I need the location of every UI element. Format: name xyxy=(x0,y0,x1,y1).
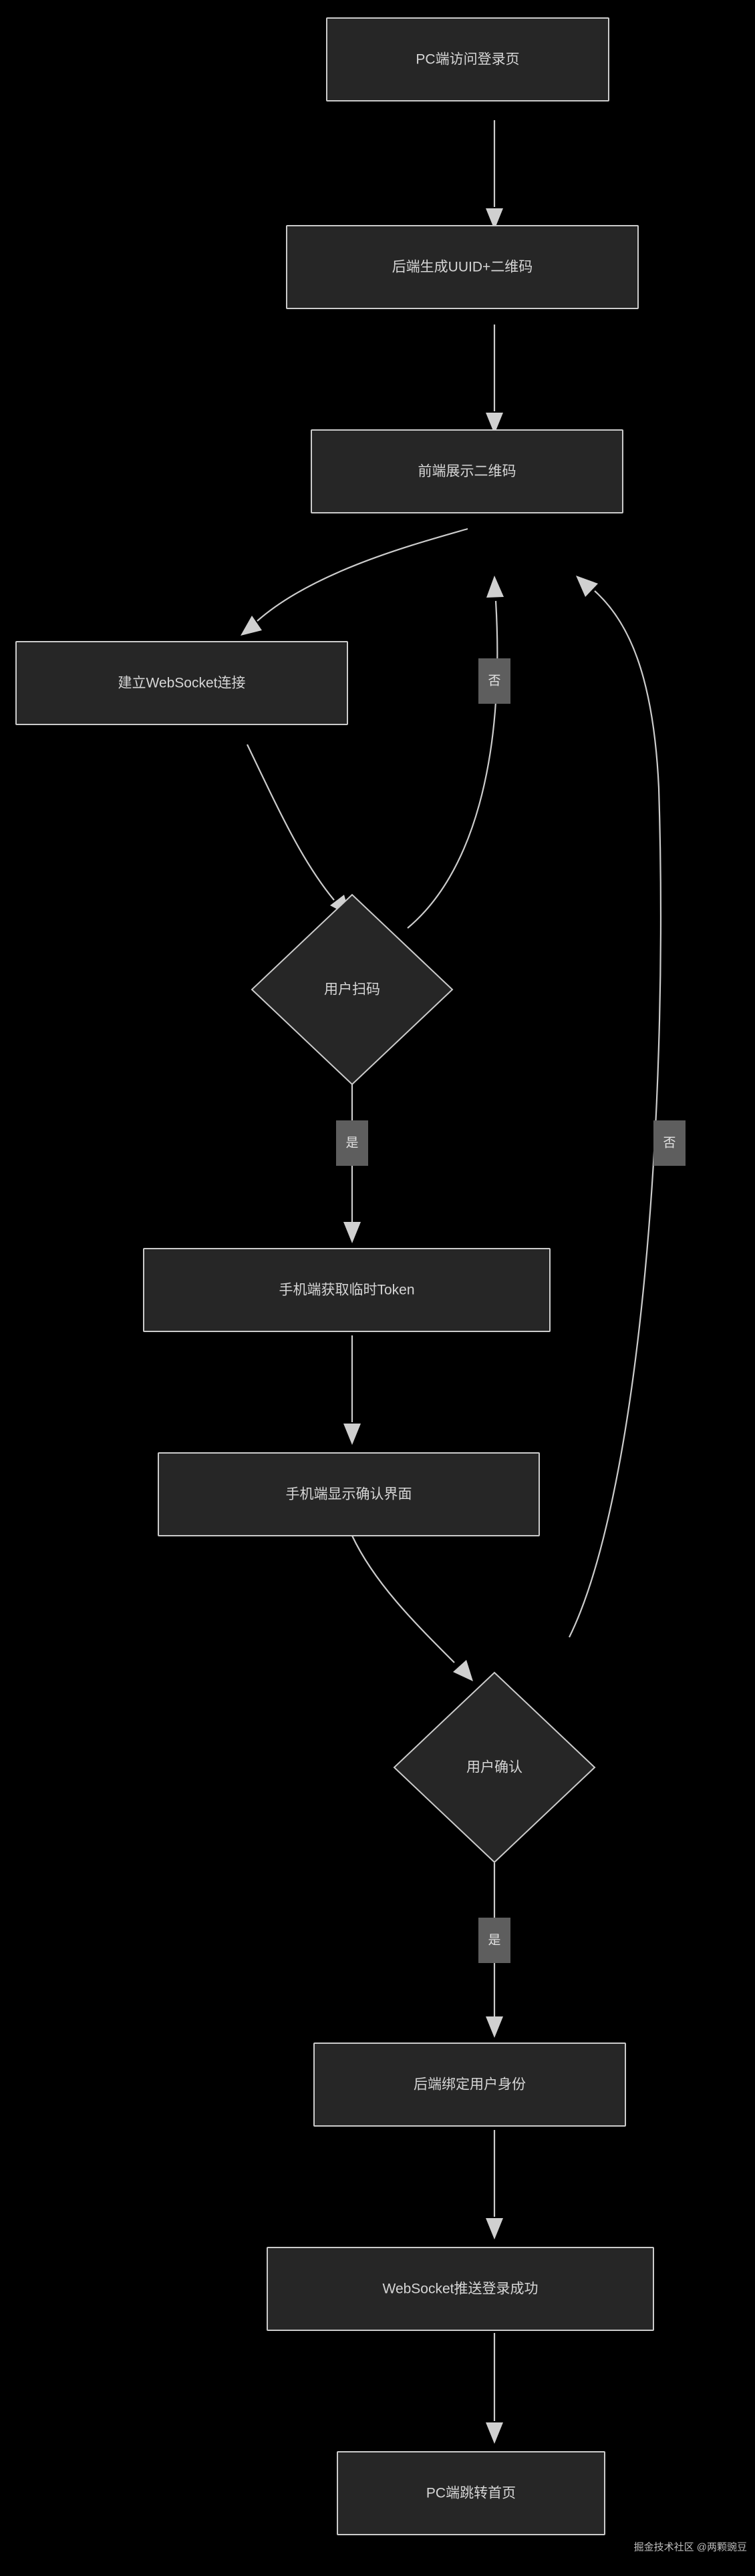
node-frontend-show-qrcode[interactable]: 前端展示二维码 xyxy=(311,429,623,513)
edge-n2-n3 xyxy=(486,325,503,434)
node-websocket-push-login-success[interactable]: WebSocket推送登录成功 xyxy=(267,2247,654,2331)
node-user-confirm-decision[interactable]: 用户确认 xyxy=(393,1671,596,1864)
edge-n1-n2 xyxy=(486,120,503,230)
node-label: 手机端显示确认界面 xyxy=(286,1487,412,1502)
edge-label-yes-confirm: 是 xyxy=(478,1918,510,1963)
node-backend-bind-identity[interactable]: 后端绑定用户身份 xyxy=(313,2043,626,2127)
edge-n10-n11 xyxy=(486,2333,503,2444)
node-pc-visit-login-page[interactable]: PC端访问登录页 xyxy=(326,17,609,101)
node-label: 后端生成UUID+二维码 xyxy=(392,260,533,275)
edge-n6-n7 xyxy=(343,1335,361,1445)
node-establish-websocket[interactable]: 建立WebSocket连接 xyxy=(15,641,348,725)
node-label: PC端访问登录页 xyxy=(416,52,519,67)
node-label: 手机端获取临时Token xyxy=(279,1283,414,1298)
edge-label-text: 否 xyxy=(488,674,500,688)
node-label: WebSocket推送登录成功 xyxy=(383,2282,539,2297)
edge-n8-n3-no xyxy=(569,576,662,1638)
edge-label-no-scan: 否 xyxy=(478,658,510,704)
edge-n4-n5 xyxy=(247,744,350,916)
node-mobile-get-temp-token[interactable]: 手机端获取临时Token xyxy=(143,1248,551,1332)
node-label: 用户确认 xyxy=(466,1760,522,1775)
edge-label-text: 是 xyxy=(345,1136,358,1150)
edge-label-text: 是 xyxy=(488,1934,500,1948)
edge-n5-n3-no xyxy=(407,576,504,929)
node-backend-generate-uuid-qrcode[interactable]: 后端生成UUID+二维码 xyxy=(286,225,639,309)
edge-label-yes-scan: 是 xyxy=(336,1120,368,1166)
node-pc-redirect-home[interactable]: PC端跳转首页 xyxy=(337,2451,605,2535)
node-label: 后端绑定用户身份 xyxy=(414,2077,526,2093)
edge-n3-n4 xyxy=(241,527,468,636)
watermark: 掘金技术社区 @两颗豌豆 xyxy=(634,2542,747,2553)
node-mobile-show-confirm-ui[interactable]: 手机端显示确认界面 xyxy=(158,1452,540,1536)
edge-label-layer: 否 是 否 是 xyxy=(336,658,686,1963)
watermark-text: 掘金技术社区 @两颗豌豆 xyxy=(634,2542,747,2553)
edge-n7-n8 xyxy=(351,1535,473,1681)
edge-n9-n10 xyxy=(486,2130,503,2239)
node-layer: PC端访问登录页 后端生成UUID+二维码 前端展示二维码 建立WebSocke… xyxy=(15,17,654,2535)
node-label: 前端展示二维码 xyxy=(418,464,516,479)
node-label: 用户扫码 xyxy=(324,982,380,998)
node-label: 建立WebSocket连接 xyxy=(118,676,246,691)
edge-label-no-confirm: 否 xyxy=(653,1120,686,1166)
node-label: PC端跳转首页 xyxy=(426,2486,516,2501)
edge-layer xyxy=(241,120,662,2444)
edge-label-text: 否 xyxy=(663,1136,675,1150)
node-user-scan-decision[interactable]: 用户扫码 xyxy=(251,893,454,1086)
